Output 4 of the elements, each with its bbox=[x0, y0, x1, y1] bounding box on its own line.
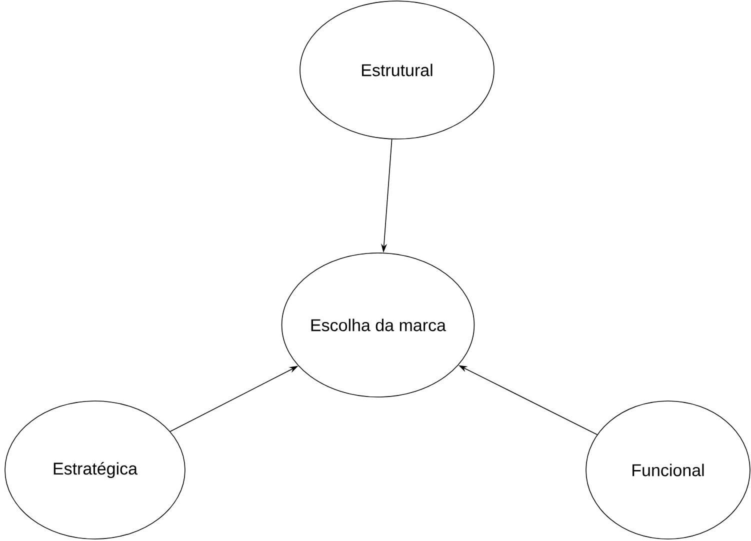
ellipse-node: Estratégica bbox=[4, 400, 186, 540]
ellipse-node: Estrutural bbox=[300, 0, 494, 140]
ellipse-node: Funcional bbox=[586, 400, 750, 540]
ellipse-node: Escolha da marca bbox=[281, 252, 475, 398]
